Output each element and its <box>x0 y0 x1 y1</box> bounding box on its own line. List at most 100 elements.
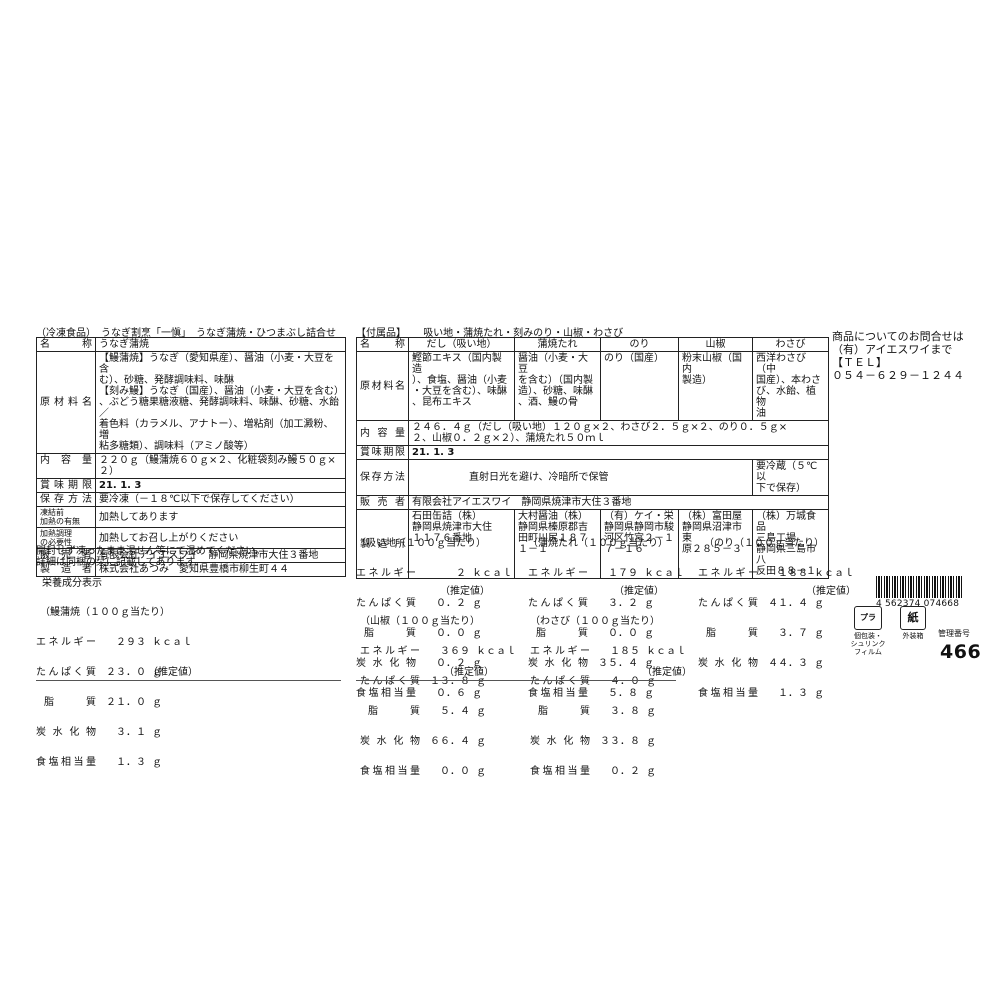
row-label: 内容量 <box>356 420 409 446</box>
table-row: 内容量 ２４６．４ｇ（だし（吸い地）１２０ｇ×２、わさび２．５ｇ×２、のり０．５… <box>356 420 829 446</box>
text-line: 三島工場 <box>756 533 796 544</box>
nutrient-unit: ｇ <box>644 688 654 699</box>
col-head: だし（吸い地） <box>408 337 515 352</box>
row-label: 内容量 <box>36 453 96 479</box>
text-line: 、酒、鰻の骨 <box>518 397 578 408</box>
text-line: 大村醤油（株） <box>518 511 588 522</box>
text-line: 国産）、本わさ <box>756 375 821 386</box>
nutrient-value: １７９ <box>608 568 638 579</box>
nutrition-title: （のり（１００ｇ当たり） <box>704 538 824 549</box>
text-line: 造）、砂糖、味醂 <box>518 386 593 397</box>
nutrient-value: ０．０ <box>436 628 466 639</box>
nutrient-unit: ｇ <box>476 766 486 777</box>
nutrient-unit: ｇ <box>814 628 824 639</box>
table-row: 販売者 有限会社アイエスワイ 静岡県焼津市大住３番地 <box>356 495 829 510</box>
text-line: ７－１６ <box>604 544 644 555</box>
nutrient-value: ２９３ <box>116 637 146 648</box>
row-value: 要冷凍（－１８℃以下で保存してください） <box>95 492 346 507</box>
table-row: 名 称 だし（吸い地） 蒲焼たれ のり 山椒 わさび <box>356 337 829 352</box>
storage-note: 要冷蔵（５℃以 下で保存） <box>752 459 829 496</box>
header-text: 吸い地・蒲焼たれ・刻みのり・山椒・わさび <box>423 328 624 339</box>
nutrient-name: たんぱく質 <box>530 676 590 687</box>
row-value: 21. 1. 3 <box>95 478 346 493</box>
contact-block: 商品についてのお問合せは （有）アイエスワイまで 【ＴＥＬ】 ０５４－６２９－１… <box>832 330 964 382</box>
left-header: （冷凍食品） うなぎ割烹「一愼」 うなぎ蒲焼・ひつまぶし詰合せ <box>36 328 336 339</box>
text-line: む）、砂糖、発酵調味料、味醂 <box>99 375 234 386</box>
nutrient-name: 炭水化物 <box>360 736 420 747</box>
left-notes: 開封せず凍ったまま湯せん等にて温めてください。 詳細は同梱の栞に記載してあります… <box>36 546 265 568</box>
estimate-label: （推定値） <box>806 586 856 597</box>
row-label: 凍結前 加熱の有無 <box>36 506 96 528</box>
text-line: び、水飴、植物 <box>756 386 816 408</box>
text-line: 石田缶詰（株） <box>412 511 482 522</box>
nutrient-name: 脂 質 <box>538 706 590 717</box>
nutrient-value: １３．８ <box>430 676 470 687</box>
nutrient-value: ２１．０ <box>106 697 146 708</box>
nutrient-value: ２３．０ <box>106 667 146 678</box>
nutrient-name: 食塩相当量 <box>530 766 590 777</box>
material-cell: 醤油（小麦・大豆 を含む）（国内製 造）、砂糖、味醂 、酒、鰻の骨 <box>514 351 601 421</box>
maker-cell: 石田缶詰（株） 静岡県焼津市大住 １１７６番地 <box>408 509 515 579</box>
nutrient-name: 食塩相当量 <box>356 688 416 699</box>
barcode <box>876 576 964 598</box>
recycle-paper-icon: 紙 <box>900 606 926 630</box>
text-line: （有）ケイ・栄 <box>604 511 674 522</box>
row-label: 原材料名 <box>356 351 409 421</box>
label-line: 凍結前 <box>40 508 64 517</box>
nutrient-value: ５．８ <box>608 688 638 699</box>
material-cell: のり（国産） <box>600 351 679 421</box>
text-line: ２４６．４ｇ（だし（吸い地）１２０ｇ×２、わさび２．５ｇ×２、のり０．５ｇ× <box>412 422 788 433</box>
plastic-recycle-mark: プラ 個包装・ シュリンク フィルム <box>848 606 888 656</box>
mark-caption: 外装箱 <box>902 632 924 640</box>
nutrient-name: 脂 質 <box>706 628 758 639</box>
text-line: のり（国産） <box>604 353 664 364</box>
text-line: ・大豆を含む）、味醂 <box>412 386 507 397</box>
text-line: １１７６番地 <box>412 533 472 544</box>
text-line: 粘多糖類）、調味料（アミノ酸等） <box>99 441 254 452</box>
nutrient-value: ０．０ <box>440 766 470 777</box>
estimate-label: （推定値） <box>614 586 664 597</box>
text-line: 田町川尻１８７ <box>518 533 588 544</box>
nutrient-name: エネルギー <box>360 646 420 657</box>
nutrient-value: ０．２ <box>436 658 466 669</box>
nutrient-unit: ｇ <box>814 688 824 699</box>
nutrient-value: ３．８ <box>610 706 640 717</box>
text-line: 河区竹宮２－１ <box>604 533 674 544</box>
nutrient-value: ０．２ <box>436 598 466 609</box>
nutrient-name: たんぱく質 <box>528 598 588 609</box>
nutrient-unit: ｋｃａｌ <box>646 646 686 657</box>
nutrient-unit: ｇ <box>646 706 656 717</box>
material-cell: 粉末山椒（国内 製造） <box>678 351 753 421</box>
nutrient-unit: ｇ <box>646 736 656 747</box>
nutrient-unit: ｇ <box>152 667 162 678</box>
nutrient-unit: ｇ <box>472 598 482 609</box>
table-row: 保存方法 直射日光を避け、冷暗所で保管 要冷蔵（５℃以 下で保存） <box>356 459 829 496</box>
row-value: 加熱してあります <box>95 506 346 528</box>
nutrient-name: エネルギー <box>530 646 590 657</box>
nutrient-unit: ｇ <box>152 727 162 738</box>
nutrition-title: （わさび（１００ｇ当たり） <box>530 616 660 627</box>
estimate-label: （推定値） <box>444 667 494 678</box>
label-line: の必要性 <box>40 538 72 547</box>
table-row: 賞味期限 21. 1. 3 <box>356 445 829 460</box>
text-line: 原２８５－３ <box>682 544 742 555</box>
nutrition-title: （蒲焼たれ（１００ｇ当たり） <box>528 538 668 549</box>
col-head: 名 称 <box>356 337 409 352</box>
row-label: 原材料名 <box>36 351 96 454</box>
maker-cell: （株）万城食品 三島工場 静岡県三島市八 反田８８－１ <box>752 509 829 579</box>
text-line: ）、食塩、醤油（小麦 <box>412 375 507 386</box>
paper-recycle-mark: 紙 外装箱 <box>896 606 930 640</box>
row-value: 21. 1. 3 <box>408 445 829 460</box>
